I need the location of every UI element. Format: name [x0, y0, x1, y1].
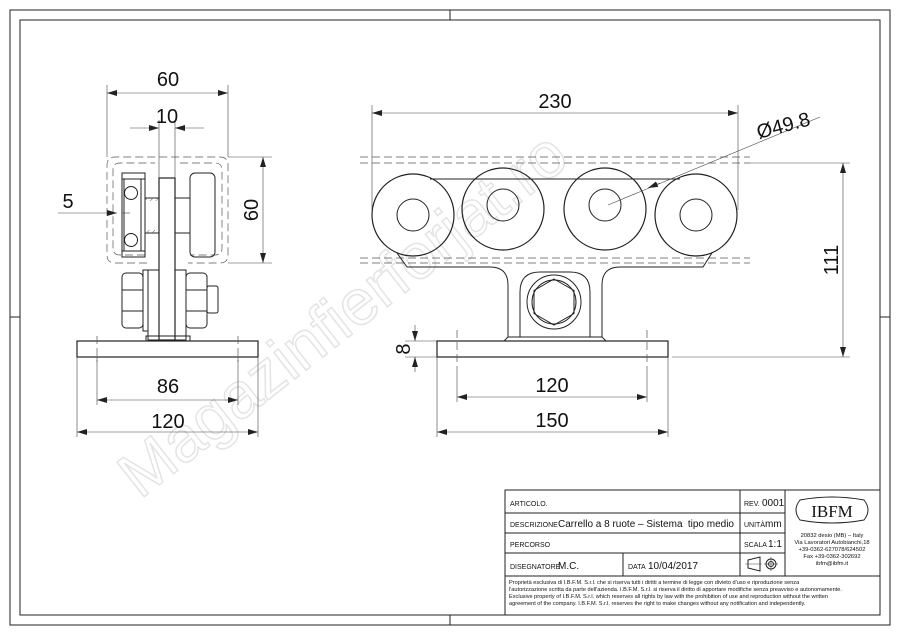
- side-view: 60 10 5 60 86 120: [58, 69, 272, 437]
- rev-value: 0001: [762, 498, 785, 509]
- phone-line: +39-0362-627078/624502: [799, 547, 866, 553]
- dim-wheel-diameter: Ø49.8: [754, 109, 812, 144]
- disegnatore-value: M.C.: [558, 561, 579, 572]
- unita-label: UNITÀ: [744, 520, 765, 529]
- front-view: 230 Ø49.8 111 8 120 150: [360, 91, 850, 437]
- dim-side-width: 60: [157, 69, 179, 91]
- dim-base-length: 150: [535, 410, 568, 432]
- dim-hole-spacing: 120: [535, 375, 568, 397]
- disegnatore-label: DISEGNATORE: [510, 564, 561, 571]
- dim-side-base-width: 120: [151, 411, 184, 433]
- articolo-label: ARTICOLO.: [510, 501, 548, 508]
- disclaimer-line: l'autorizzazione scritta da parte dell'a…: [509, 587, 842, 593]
- drawing-frame: [9, 9, 891, 626]
- logo-text: IBFM: [811, 502, 853, 521]
- disclaimer-line: Exclusive property of I.B.F.M. S.r.l. wh…: [509, 594, 828, 600]
- title-block: ARTICOLO. REV. 0001 DESCRIZIONE Carrello…: [504, 489, 881, 616]
- descrizione-label: DESCRIZIONE: [510, 522, 558, 529]
- tipo-value: tipo medio: [688, 519, 735, 530]
- dim-offset: 5: [62, 191, 73, 213]
- dim-side-height: 60: [241, 199, 263, 221]
- ibfm-logo: IBFM: [795, 496, 869, 524]
- address-line: 20832 desio (MB) – Italy: [801, 533, 864, 539]
- disclaimer-line: agreement of the company. I.B.F.M. S.r.l…: [509, 601, 806, 607]
- dim-plate-gap: 10: [156, 106, 178, 128]
- projection-symbol-icon: [745, 556, 778, 572]
- scala-value: 1:1: [768, 539, 782, 550]
- fax-line: Fax +39-0362-302692: [803, 554, 860, 560]
- unita-value: mm: [765, 519, 782, 530]
- wheel-4: [654, 173, 738, 257]
- watermark: Magazinfierforjat.ro: [104, 117, 580, 511]
- disclaimer-line: Proprietà esclusiva di I.B.F.M. S.r.l. c…: [509, 580, 800, 586]
- address-line: Via Lavoratori Autobianchi,18: [794, 540, 869, 546]
- data-value: 10/04/2017: [648, 561, 698, 572]
- descrizione-value: Carrello a 8 ruote – Sistema: [558, 519, 683, 530]
- wheel-2: [461, 167, 545, 251]
- percorso-label: PERCORSO: [510, 542, 551, 549]
- dim-height: 111: [821, 245, 843, 275]
- hex-nut: [526, 274, 582, 330]
- wheel-3: [563, 167, 647, 251]
- data-label: DATA: [628, 564, 646, 571]
- dim-side-hole-spacing: 86: [157, 376, 179, 398]
- rev-label: REV.: [744, 501, 760, 508]
- dim-base-thickness: 8: [393, 343, 415, 354]
- dim-length: 230: [538, 91, 571, 113]
- email-line: ibfm@ibfm.it: [816, 561, 849, 567]
- wheel-1: [371, 173, 455, 257]
- scala-label: SCALA: [744, 542, 767, 549]
